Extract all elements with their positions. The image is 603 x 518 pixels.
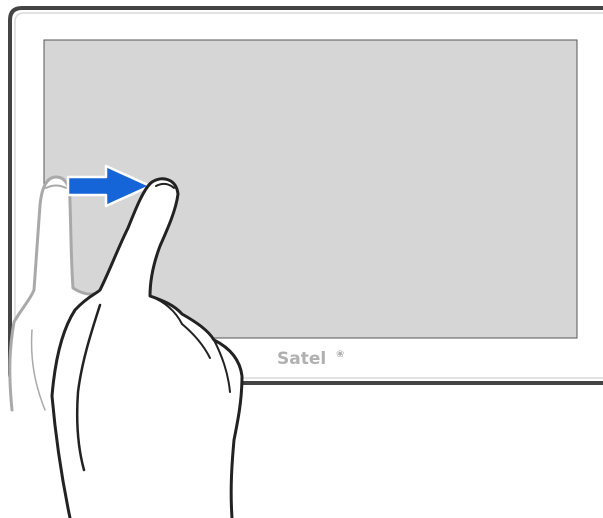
brand-logo: Satel (277, 349, 326, 369)
brand-mark-icon: ❀ (336, 349, 344, 360)
